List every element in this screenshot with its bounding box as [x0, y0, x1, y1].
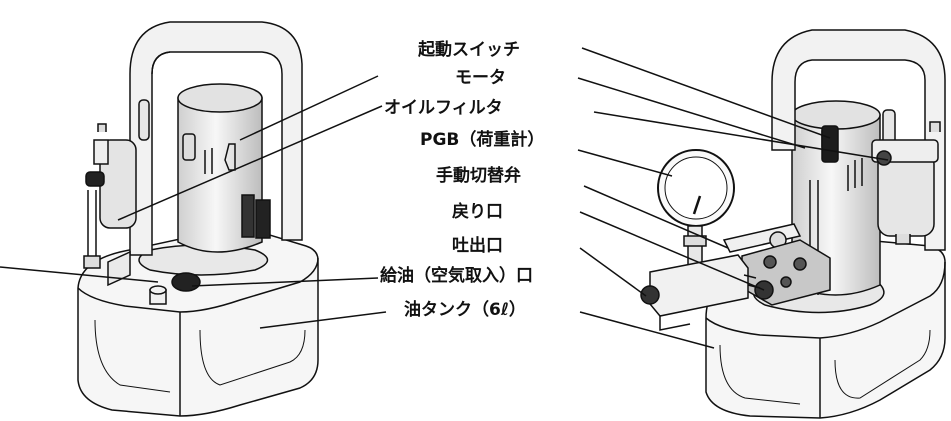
leader-tank-left: [259, 311, 387, 329]
leader-pgb: [577, 149, 673, 177]
label-pgb: PGB（荷重計）: [420, 130, 545, 150]
label-motor: モータ: [455, 68, 506, 88]
left-oil-tank: [77, 225, 319, 417]
label-oil-filter: オイルフィルタ: [384, 98, 503, 118]
leader-tank-right: [579, 311, 715, 349]
label-oil-tank: 油タンク（6ℓ）: [404, 300, 526, 320]
label-return-port: 戻り口: [452, 202, 503, 222]
label-start-switch: 起動スイッチ: [418, 40, 520, 60]
leader-filter-left: [117, 105, 383, 221]
left-filler-cap: [171, 272, 201, 292]
leader-motor-left: [239, 75, 379, 141]
right-pump-unit: [640, 29, 946, 419]
label-manual-valve: 手動切替弁: [436, 166, 521, 186]
left-motor: [177, 97, 263, 253]
leader-filter-right: [593, 111, 889, 161]
label-discharge-port: 吐出口: [452, 236, 503, 256]
left-pump-unit: [77, 21, 319, 417]
leader-return-port: [579, 211, 765, 291]
start-switch-body: [821, 125, 839, 163]
leader-filler-left-b: [191, 277, 379, 287]
leader-manual-valve: [583, 185, 729, 249]
leader-filler-left-a: [0, 266, 159, 283]
label-oil-filler: 給油（空気取入）口: [380, 266, 533, 286]
leader-discharge-port: [579, 247, 647, 297]
leader-start-switch: [581, 47, 831, 139]
leader-motor-right: [577, 77, 806, 149]
leader-lines: [0, 47, 889, 349]
